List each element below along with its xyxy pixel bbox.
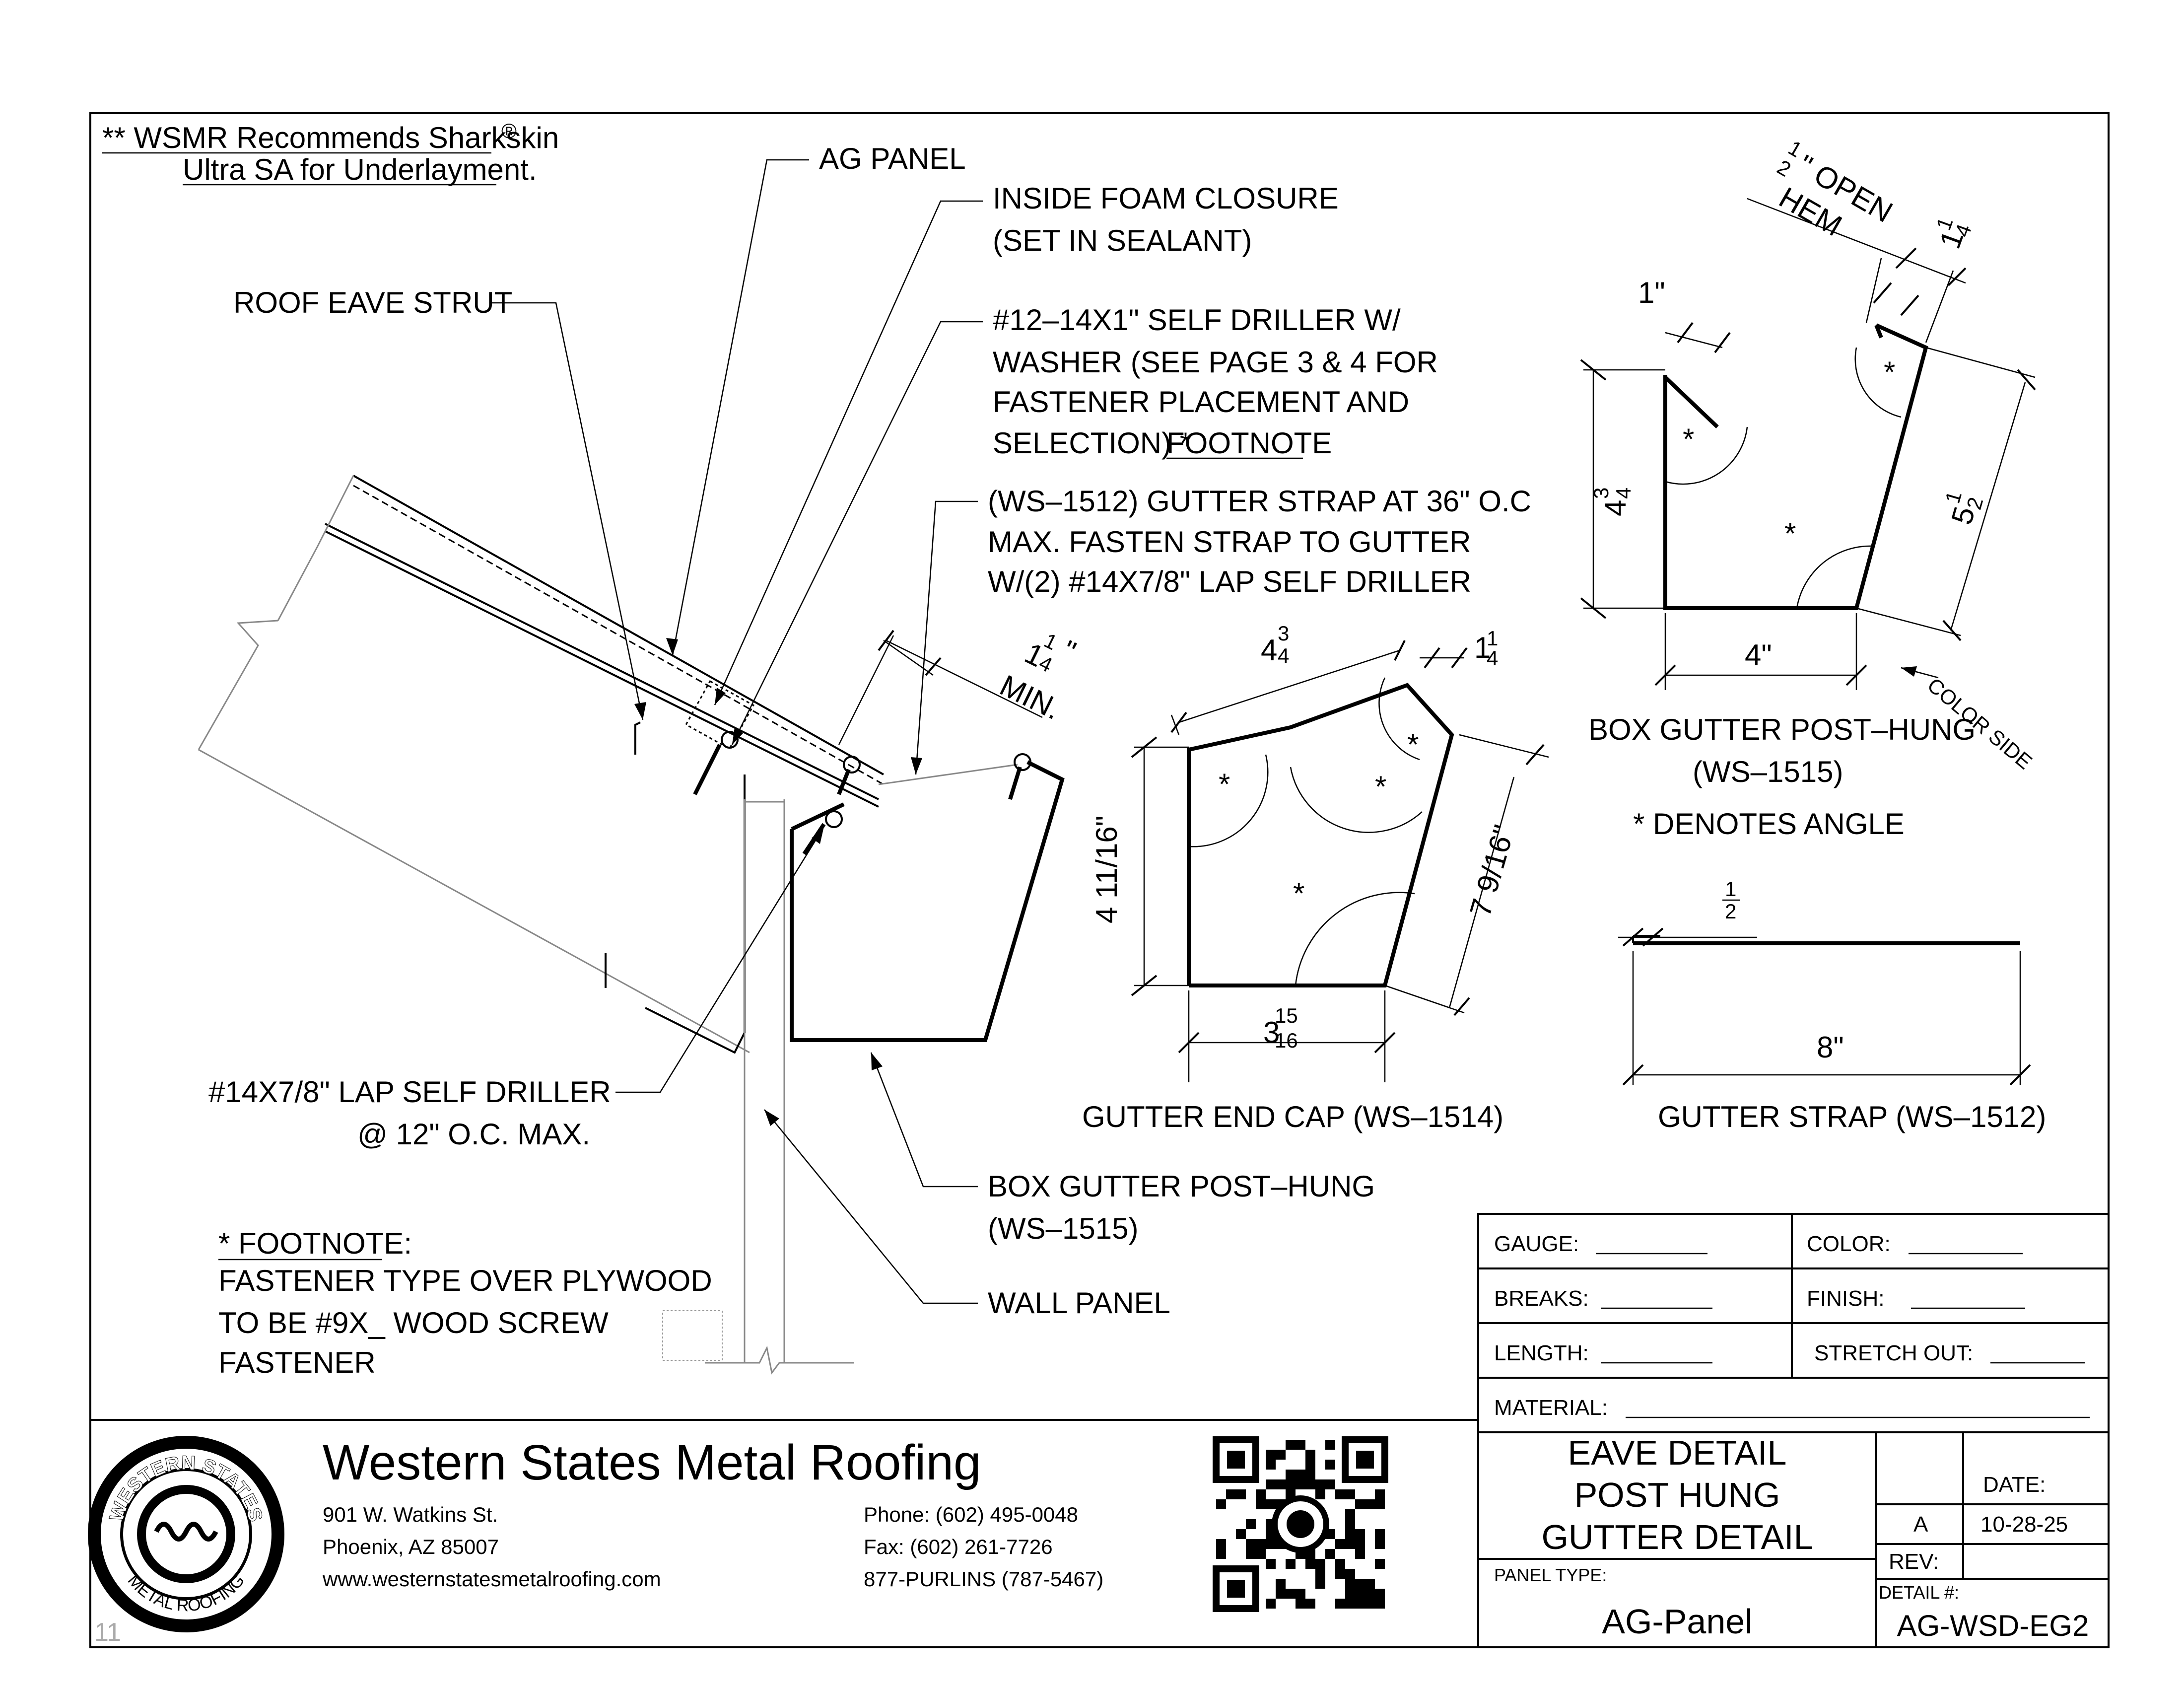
end-cap-angle-1: * [1219,768,1230,801]
end-cap-bottom-whole: 3 [1263,1016,1280,1049]
sheet-border [89,112,2110,1648]
label-box-gutter-2: (WS–1515) [988,1212,1138,1245]
panel-type-value: AG-Panel [1602,1602,1752,1641]
label-driller-3: FASTENER PLACEMENT AND [993,385,1409,419]
label-strap-3: W/(2) #14X7/8" LAP SELF DRILLER [988,565,1471,598]
date-value: 10-28-25 [1980,1512,2068,1537]
end-cap-label: GUTTER END CAP (WS–1514) [1082,1100,1503,1133]
box-left-dim-whole: 4 [1599,500,1632,516]
qr-code [1213,1436,1388,1612]
title-line-3: GUTTER DETAIL [1541,1518,1813,1556]
box-angle-2: * [1784,517,1796,550]
label-driller-1: #12–14X1" SELF DRILLER W/ [993,303,1401,337]
company-name: Western States Metal Roofing [323,1435,981,1490]
footnote-title: * FOOTNOTE: [218,1227,412,1260]
company-phone: Phone: (602) 495-0048 [864,1503,1078,1526]
end-cap-angle-2: * [1375,770,1386,803]
label-lap-2: @ 12" O.C. MAX. [357,1118,590,1151]
company-address-2: Phoenix, AZ 85007 [323,1535,499,1558]
hem-dim-den: 2 [1773,155,1795,181]
date-label: DATE: [1983,1473,2046,1497]
company-address-1: 901 W. Watkins St. [323,1503,498,1526]
label-roof-eave-strut: ROOF EAVE STRUT [233,286,512,319]
company-block: WESTERN STATES METAL ROOFING Western Sta… [88,1435,1388,1647]
page-number: 11 [94,1618,121,1647]
spec-gauge-label: GAUGE: [1494,1232,1579,1256]
end-cap-left-dim: 4 11/16" [1090,816,1123,923]
box-left-dim-den: 4 [1612,488,1635,499]
spec-color-label: COLOR: [1807,1232,1891,1256]
denotes-angle-note: * DENOTES ANGLE [1633,807,1905,841]
strap-label: GUTTER STRAP (WS–1512) [1658,1100,2046,1133]
note-line-1: ** WSMR Recommends Sharkskin [102,121,559,154]
title-line-1: EAVE DETAIL [1568,1433,1787,1472]
box-gutter-profile-drawing: 4 3 4 1" 4" 5 1 2 [1580,136,2037,841]
gutter-strap-drawing: 1 2 8" GUTTER STRAP (WS–1512) [1618,877,2046,1133]
spec-length-label: LENGTH: [1494,1341,1589,1365]
company-purlins: 877-PURLINS (787-5467) [864,1567,1103,1591]
label-driller-4: SELECTION) * [993,426,1191,460]
box-angle-1: * [1683,422,1694,456]
label-driller-2: WASHER (SEE PAGE 3 & 4 FOR [993,346,1438,379]
label-foam-2: (SET IN SEALANT) [993,224,1252,257]
end-cap-angle-4: * [1293,877,1304,910]
spec-material-label: MATERIAL: [1494,1396,1608,1420]
spec-breaks-label: BREAKS: [1494,1286,1589,1311]
company-website: www.westernstatesmetalroofing.com [322,1567,661,1591]
end-cap-right-top-num: 1 [1487,627,1498,650]
spec-stretch-label: STRETCH OUT: [1814,1341,1973,1365]
strap-hem-den: 2 [1725,900,1736,923]
box-profile-label-1: BOX GUTTER POST–HUNG [1588,713,1976,746]
panel-type-label: PANEL TYPE: [1494,1565,1607,1585]
box-one-inch-dim: 1" [1638,276,1665,309]
footnote-line-3: FASTENER [218,1346,376,1379]
footnote-block: * FOOTNOTE: FASTENER TYPE OVER PLYWOOD T… [218,1227,712,1379]
label-driller-footnote: FOOTNOTE [1166,426,1332,460]
end-cap-right-top-whole: 1 [1474,631,1491,664]
label-strap-2: MAX. FASTEN STRAP TO GUTTER [988,525,1471,559]
end-cap-top-num: 3 [1278,622,1289,645]
spec-finish-label: FINISH: [1807,1286,1884,1311]
end-cap-top-whole: 4 [1261,633,1277,667]
note-line-2: Ultra SA for Underlayment. [183,153,537,186]
title-line-2: POST HUNG [1574,1476,1780,1514]
box-profile-label-2: (WS–1515) [1693,755,1843,788]
eave-callouts: AG PANEL INSIDE FOAM CLOSURE (SET IN SEA… [208,142,1531,1320]
rev-letter: A [1913,1512,1928,1537]
detail-number: AG-WSD-EG2 [1897,1609,2089,1642]
footnote-line-1: FASTENER TYPE OVER PLYWOOD [218,1264,712,1297]
min-label: MIN. [995,668,1066,726]
detail-label: DETAIL #: [1879,1582,1959,1603]
end-cap-bottom-den: 16 [1275,1029,1298,1052]
note-registered-mark: ® [501,119,517,142]
box-left-dim-num: 3 [1589,488,1613,499]
end-cap-angle-3: * [1407,728,1419,761]
company-fax: Fax: (602) 261-7726 [864,1535,1053,1558]
title-block: EAVE DETAIL POST HUNG GUTTER DETAIL PANE… [1477,1432,2109,1647]
label-strap-1: (WS–1512) GUTTER STRAP AT 36" O.C [988,485,1531,518]
end-cap-top-den: 4 [1278,644,1289,667]
min-dim-unit: " [1057,633,1081,668]
end-cap-bottom-num: 15 [1275,1004,1298,1027]
end-cap-right-dim: 7 9/16" [1463,821,1521,920]
label-foam-1: INSIDE FOAM CLOSURE [993,182,1339,215]
footnote-line-2: TO BE #9X_ WOOD SCREW [218,1306,609,1339]
strap-length-dim: 8" [1817,1031,1844,1064]
label-wall-panel: WALL PANEL [988,1286,1170,1320]
label-lap-1: #14X7/8" LAP SELF DRILLER [208,1075,611,1109]
company-logo: WESTERN STATES METAL ROOFING [88,1436,284,1632]
underlayment-note: ** WSMR Recommends Sharkskin ® Ultra SA … [102,119,559,186]
end-cap-right-top-den: 4 [1487,646,1498,670]
label-ag-panel: AG PANEL [819,142,966,175]
spec-block: GAUGE: COLOR: BREAKS: FINISH: LENGTH: ST… [1477,1213,2110,1433]
strap-hem-num: 1 [1725,877,1736,901]
gutter-end-cap-drawing: 4 11/16" 4 3 4 1 1 4 7 9/16" 3 15 16 * [1082,622,1549,1133]
box-bottom-dim: 4" [1745,638,1772,672]
label-box-gutter-1: BOX GUTTER POST–HUNG [988,1170,1375,1203]
rev-label: REV: [1889,1549,1939,1574]
box-angle-3: * [1884,355,1895,389]
